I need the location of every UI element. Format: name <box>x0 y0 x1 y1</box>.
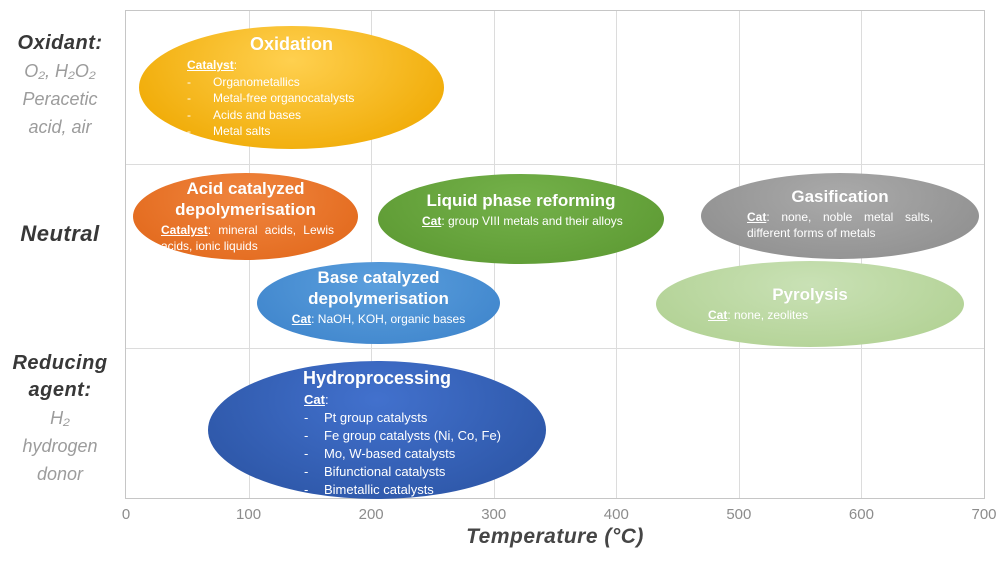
catalyst-bullet: - Metal salts <box>187 123 428 140</box>
row-label-neutral: Neutral <box>0 220 120 247</box>
catalyst-rest: : <box>233 58 238 72</box>
bullet-dash: - <box>304 410 309 425</box>
gridline <box>738 11 740 498</box>
row-label-subline: hydrogen <box>22 436 98 456</box>
catalyst-label: Cat <box>304 392 325 407</box>
ellipse-gasification: Gasification Cat: none, noble metal salt… <box>701 173 979 259</box>
catalyst-label: Catalyst <box>187 58 234 72</box>
x-tick-label: 0 <box>121 506 131 523</box>
row-label-oxidant: Oxidant: O₂, H₂O₂ Peracetic acid, air <box>0 30 120 141</box>
process-title: Pyrolysis <box>772 285 848 304</box>
catalyst-line: Catalyst: <box>187 57 428 74</box>
row-label-title: Neutral <box>20 221 100 246</box>
bullet-text: Fe group catalysts (Ni, Co, Fe) <box>324 428 501 443</box>
x-tick-label: 700 <box>971 506 997 523</box>
ellipse-hydroprocessing: Hydroprocessing Cat: -Pt group catalysts… <box>208 361 546 499</box>
bullet-text: Acids and bases <box>213 107 302 122</box>
row-label-reducing-agent: Reducing agent: H₂ hydrogen donor <box>0 350 120 488</box>
row-divider <box>126 164 984 165</box>
bullet-dash: - <box>187 91 191 105</box>
catalyst-bullet: -Bimetallic catalysts <box>304 481 538 499</box>
catalyst-list: Cat: group VIII metals and their alloys <box>378 213 664 229</box>
bullet-text: Metal-free organocatalysts <box>213 91 355 105</box>
bullet-dash: - <box>187 74 191 89</box>
catalyst-list: Catalyst: - Organometallics - Metal-free o… <box>139 57 444 140</box>
bullet-text: Bifunctional catalysts <box>324 464 446 479</box>
catalyst-rest: : <box>324 392 329 407</box>
bullet-dash: - <box>304 464 309 479</box>
catalyst-list: Cat: none, noble metal salts, different … <box>701 209 979 241</box>
row-label-subline: donor <box>36 464 84 484</box>
bullet-text: Organometallics <box>213 74 300 89</box>
row-divider <box>126 348 984 349</box>
row-label-subline: Peracetic <box>22 89 98 109</box>
process-title: Hydroprocessing <box>302 368 452 388</box>
catalyst-label: Catalyst <box>161 223 208 237</box>
process-title: Liquid phase reforming <box>426 191 616 210</box>
x-axis-title: Temperature (°C) <box>466 525 644 548</box>
catalyst-label: Cat <box>708 308 728 322</box>
catalyst-rest: : NaOH, KOH, organic bases <box>311 312 466 326</box>
catalyst-bullet: - Acids and bases <box>187 107 428 124</box>
gridline <box>371 11 373 498</box>
catalyst-list: Cat: none, zeolites <box>656 307 964 323</box>
catalyst-bullet: -Bifunctional catalysts <box>304 463 538 481</box>
row-label-title: Oxidant: <box>17 32 103 54</box>
row-label-title: Reducing agent: <box>12 352 108 401</box>
catalyst-list: Catalyst: mineral acids, Lewis acids, io… <box>133 222 358 254</box>
row-label-subline: O₂, H₂O₂ <box>24 61 96 81</box>
catalyst-bullet: -Fe group catalysts (Ni, Co, Fe) <box>304 427 538 445</box>
catalyst-line: Cat: <box>304 391 538 409</box>
bullet-dash: - <box>187 107 191 122</box>
bullet-text: Bimetallic catalysts <box>324 482 434 497</box>
x-tick-label: 200 <box>358 506 384 523</box>
catalyst-rest: : mineral acids, Lewis acids, ionic liqu… <box>161 223 334 253</box>
ellipse-liquid-phase-reforming: Liquid phase reforming Cat: group VIII m… <box>378 174 664 264</box>
bullet-dash: - <box>304 428 309 443</box>
catalyst-list: Cat: NaOH, KOH, organic bases <box>257 311 500 327</box>
catalyst-label: Cat <box>422 214 442 228</box>
plot-area: 0 100 200 300 400 500 600 700 Temperatur… <box>122 10 997 548</box>
x-tick-label: 500 <box>726 506 752 523</box>
catalyst-bullet: -Mo, W-based catalysts <box>304 445 538 463</box>
catalyst-rest: : none, zeolites <box>727 308 809 322</box>
process-title: Oxidation <box>249 34 333 54</box>
x-tick-label: 100 <box>236 506 262 523</box>
bullet-dash: - <box>304 482 309 497</box>
bullet-dash: - <box>187 124 191 138</box>
process-title: Acid catalyzed depolymerisation <box>175 179 316 219</box>
x-tick-label: 400 <box>603 506 629 523</box>
bullet-text: Pt group catalysts <box>324 410 428 425</box>
row-label-subline: acid, air <box>28 117 92 137</box>
bullet-dash: - <box>304 446 309 461</box>
process-title: Base catalyzed depolymerisation <box>308 268 449 308</box>
catalyst-label: Cat <box>291 312 312 326</box>
ellipse-acid-catalyzed-depolymerisation: Acid catalyzed depolymerisation Catalyst… <box>133 173 358 260</box>
catalyst-list: Cat: -Pt group catalysts -Fe group catal… <box>208 391 546 499</box>
bullet-text: Mo, W-based catalysts <box>324 446 456 461</box>
catalyst-bullet: - Organometallics <box>187 74 428 91</box>
process-title: Gasification <box>791 187 889 206</box>
x-tick-label: 600 <box>848 506 874 523</box>
ellipse-base-catalyzed-depolymerisation: Base catalyzed depolymerisation Cat: NaO… <box>257 262 500 344</box>
catalyst-rest: : group VIII metals and their alloys <box>441 214 623 228</box>
catalyst-bullet: - Metal-free organocatalysts <box>187 90 428 107</box>
catalyst-label: Cat <box>747 210 767 224</box>
bullet-text: Metal salts <box>213 124 271 138</box>
ellipse-oxidation: Oxidation Catalyst: - Organometallics - Me… <box>139 26 444 149</box>
catalyst-rest: : none, noble metal salts, different for… <box>747 210 933 240</box>
catalyst-bullet: -Pt group catalysts <box>304 409 538 427</box>
ellipse-pyrolysis: Pyrolysis Cat: none, zeolites <box>656 261 964 347</box>
x-tick-label: 300 <box>481 506 507 523</box>
gridline <box>616 11 618 498</box>
row-label-subline: H₂ <box>50 408 70 428</box>
